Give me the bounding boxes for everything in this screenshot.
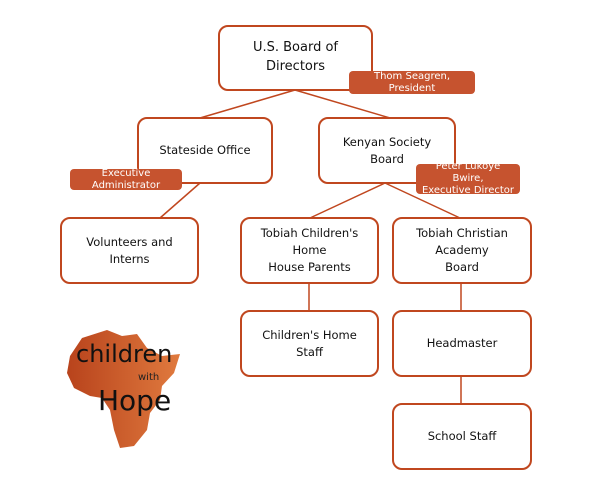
children-with-hope-logo: children with Hope <box>67 330 180 448</box>
line-kenyan-academy <box>384 182 461 219</box>
node-label: U.S. Board of Directors <box>252 40 339 74</box>
badge-label: Thom Seagren, President <box>373 70 451 94</box>
node-childrens-home-staff: Children's Home Staff <box>240 310 379 377</box>
line-stateside-volunteers <box>159 182 201 219</box>
logo-word-children: children <box>76 340 172 368</box>
node-label: Tobiah Christian Academy <box>416 226 508 258</box>
node-label: School Staff <box>427 429 497 444</box>
node-school-staff: School Staff <box>392 403 532 470</box>
node-headmaster: Headmaster <box>392 310 532 377</box>
node-volunteers-interns: Volunteers and Interns <box>60 217 199 284</box>
line-kenyan-home <box>309 182 386 219</box>
badge-label: Executive Director <box>421 185 515 196</box>
badge-executive-administrator: Executive Administrator <box>70 167 182 191</box>
badge-label: Peter Lukoye Bwire, <box>435 161 501 184</box>
logo-word-with: with <box>138 372 159 383</box>
badge-president: Thom Seagren, President <box>349 71 475 94</box>
node-label: Headmaster <box>426 336 498 351</box>
line-board-stateside <box>199 89 296 119</box>
node-label: Stateside Office <box>159 143 251 158</box>
node-label: Tobiah Children's Home <box>260 226 359 258</box>
badge-executive-director: Peter Lukoye Bwire,Executive Director <box>416 161 520 196</box>
node-label: Kenyan Society Board <box>342 134 432 166</box>
node-label: House Parents <box>268 259 351 274</box>
line-board-kenyan <box>294 89 391 119</box>
africa-map-icon <box>67 330 180 448</box>
logo-word-hope: Hope <box>98 384 171 417</box>
badge-label: Executive Administrator <box>91 167 161 191</box>
node-label: Board <box>445 259 479 274</box>
node-board-of-directors: U.S. Board of Directors <box>218 25 373 91</box>
node-label: Volunteers and Interns <box>86 234 173 266</box>
node-label: Children's Home Staff <box>262 327 357 359</box>
